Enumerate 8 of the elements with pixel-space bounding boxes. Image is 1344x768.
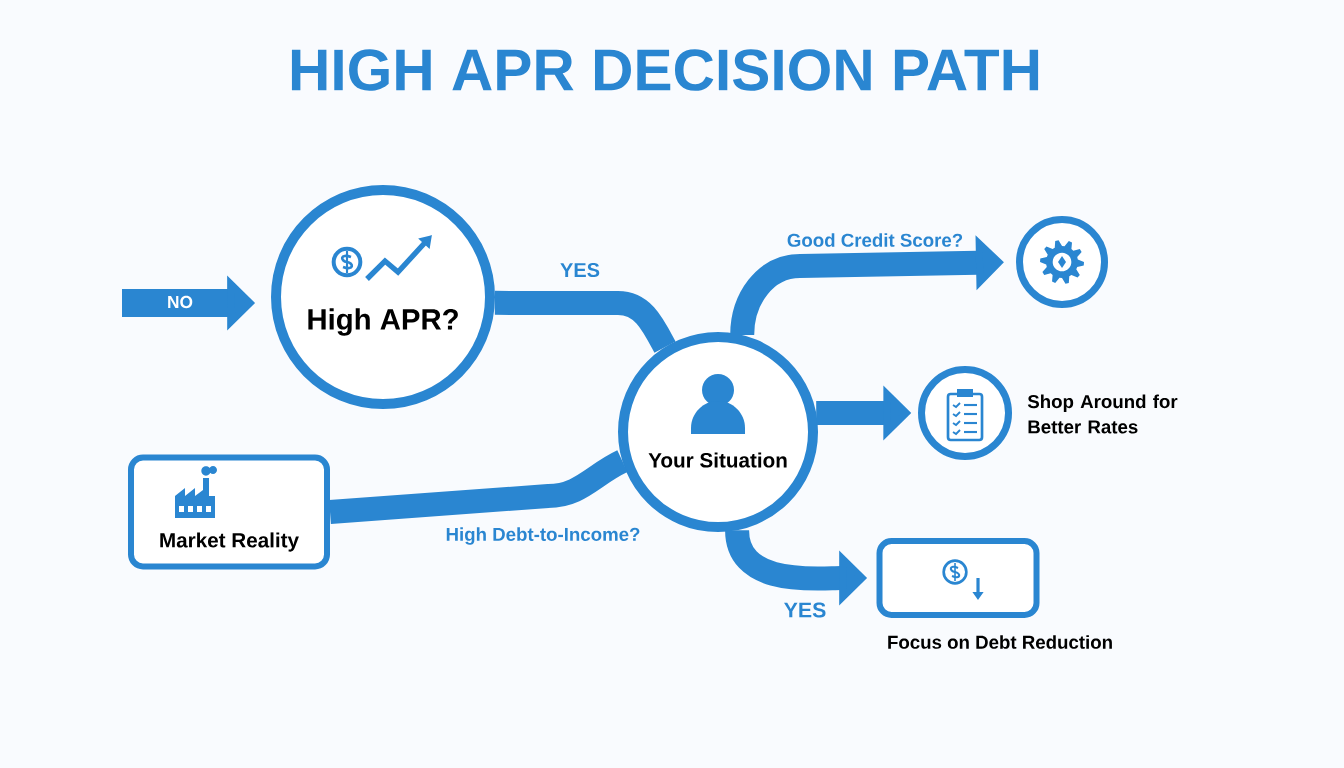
edge-label: YES xyxy=(784,602,826,618)
side-label: Focus on Debt Reduction xyxy=(888,635,1112,649)
process-box: Market Reality xyxy=(128,454,330,570)
edge-label: YES xyxy=(560,262,600,278)
edge-label: NO xyxy=(168,295,193,309)
title: HIGH APR DECISION PATH xyxy=(291,49,1039,91)
side-label: Shop Around for Better Rates xyxy=(1027,394,1178,434)
edge-label: Good Credit Score? xyxy=(787,233,963,247)
